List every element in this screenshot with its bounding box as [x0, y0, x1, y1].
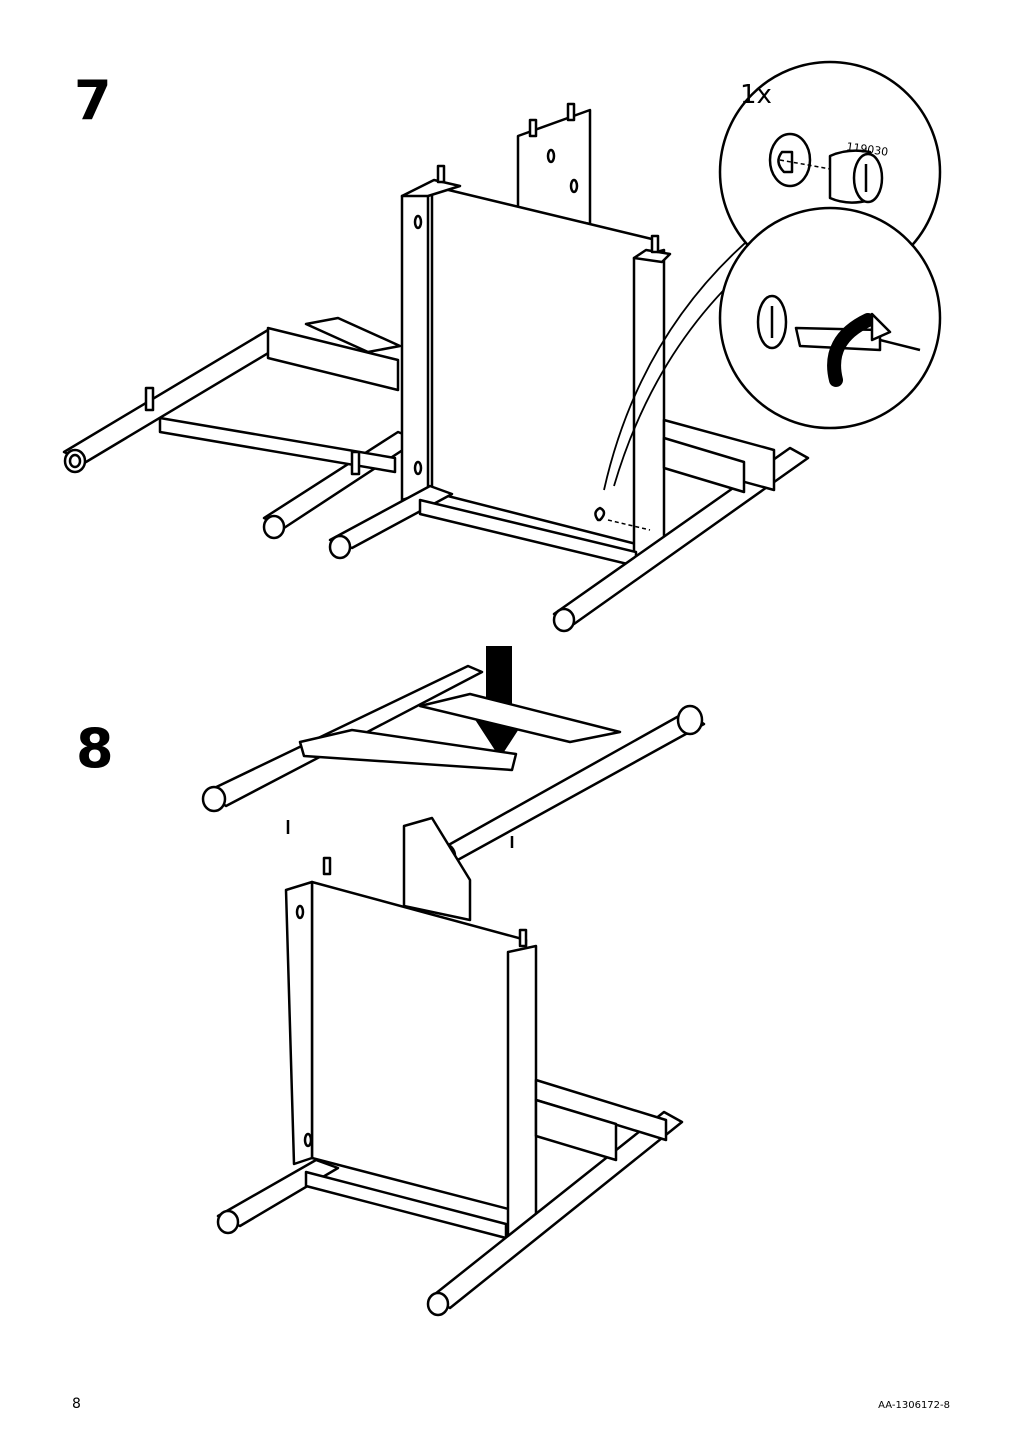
lower-frame: [216, 816, 684, 1317]
rear-panel: [516, 102, 592, 226]
front-frame: [328, 164, 810, 633]
detail-circle-2: [718, 206, 942, 430]
page-number: 8: [72, 1396, 81, 1412]
quantity-label: 1x: [740, 80, 772, 110]
down-arrow-icon: [474, 646, 526, 758]
left-frame-rails: [62, 316, 420, 540]
top-frame: [201, 664, 706, 870]
step-8-number: 8: [76, 717, 114, 780]
document-code: AA-1306172-8: [878, 1400, 950, 1411]
step-7-illustration: 1x 119030: [62, 60, 942, 633]
part-number-label: 119030: [846, 140, 889, 159]
step-7-number: 7: [74, 69, 112, 132]
